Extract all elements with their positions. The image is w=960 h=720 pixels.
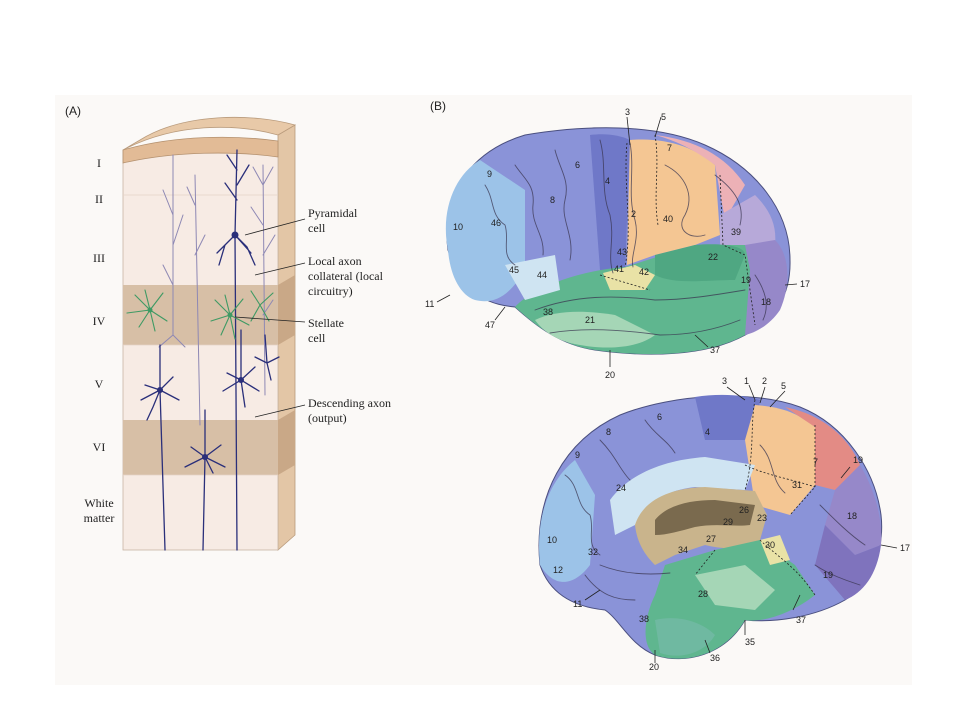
white-matter-label-line1: White	[84, 496, 113, 510]
layer-label-v: V	[95, 377, 104, 391]
lat-area-19: 19	[741, 275, 751, 285]
lat-area-43: 43	[617, 247, 627, 257]
lat-area-3: 3	[625, 107, 630, 117]
lat-area-21: 21	[585, 315, 595, 325]
callout-descending: Descending axon (output)	[308, 396, 391, 425]
med-area-10: 10	[547, 535, 557, 545]
medial-area-labels: 3 1 2 5 8 6 4 7 19 9 24 31 18 26 29 23 1…	[547, 376, 910, 672]
med-area-31: 31	[792, 480, 802, 490]
lat-area-4: 4	[605, 176, 610, 186]
med-area-37: 37	[796, 615, 806, 625]
lateral-area-labels: 3 5 7 9 6 4 8 2 40 46 10 39 43 45 44 41 …	[425, 107, 810, 380]
lat-area-41: 41	[614, 264, 624, 274]
med-area-32: 32	[588, 547, 598, 557]
pyramidal-leader	[244, 218, 306, 236]
svg-text:Descending axon: Descending axon	[308, 396, 391, 410]
med-area-24: 24	[616, 483, 626, 493]
svg-text:Stellate: Stellate	[308, 316, 344, 330]
med-area-2: 2	[762, 376, 767, 386]
layer-vi-band	[123, 420, 278, 475]
lat-area-6: 6	[575, 160, 580, 170]
med-area-6: 6	[657, 412, 662, 422]
callout-pyramidal: Pyramidal cell	[308, 206, 358, 235]
med-area-36: 36	[710, 653, 720, 663]
med-area-11: 11	[573, 599, 582, 609]
stellate-cells	[126, 289, 274, 340]
med-area-19-bottom: 19	[823, 570, 833, 580]
lat-area-2: 2	[631, 209, 636, 219]
pyramidal-neuron	[216, 149, 256, 551]
med-area-29: 29	[723, 517, 733, 527]
lat-area-22: 22	[708, 252, 718, 262]
med-area-20: 20	[649, 662, 659, 672]
lat-area-42: 42	[639, 267, 649, 277]
layer-label-vi: VI	[93, 440, 106, 454]
lat-area-18: 18	[761, 297, 771, 307]
med-area-27: 27	[706, 534, 716, 544]
lateral-brain	[445, 127, 791, 355]
med-area-8: 8	[606, 427, 611, 437]
lat-area-5: 5	[661, 112, 666, 122]
lat-area-11: 11	[425, 299, 434, 309]
figure-svg: (A)	[65, 99, 910, 672]
local-axon-leader	[254, 262, 306, 276]
cortical-column	[122, 116, 297, 551]
lat-area-44: 44	[537, 270, 547, 280]
med-area-3: 3	[722, 376, 727, 386]
med-area-35: 35	[745, 637, 755, 647]
figure-panel: (A)	[55, 95, 912, 685]
med-area-26: 26	[739, 505, 749, 515]
lat-area-10: 10	[453, 222, 463, 232]
panel-a-label: (A)	[65, 104, 81, 118]
med-area-1: 1	[744, 376, 749, 386]
stellate-leader	[234, 316, 306, 323]
callout-local-axon: Local axon collateral (local circuitry)	[308, 254, 384, 298]
svg-text:cell: cell	[308, 331, 326, 345]
layer-iv-band	[123, 285, 278, 345]
svg-text:(output): (output)	[308, 411, 347, 425]
lat-area-9: 9	[487, 169, 492, 179]
lat-area-37: 37	[710, 345, 720, 355]
svg-text:Local axon: Local axon	[308, 254, 362, 268]
svg-text:collateral (local: collateral (local	[308, 269, 384, 283]
white-matter-label-line2: matter	[84, 511, 115, 525]
lat-area-8: 8	[550, 195, 555, 205]
med-area-18: 18	[847, 511, 857, 521]
svg-text:cell: cell	[308, 221, 326, 235]
lat-area-38: 38	[543, 307, 553, 317]
lat-area-20: 20	[605, 370, 615, 380]
layer-v-neurons	[140, 329, 280, 551]
panel-b-label: (B)	[430, 99, 446, 113]
lat-area-45: 45	[509, 265, 519, 275]
lat-area-17: 17	[800, 279, 810, 289]
layer-label-i: I	[97, 156, 101, 170]
background-neurons	[158, 154, 276, 426]
svg-text:Pyramidal: Pyramidal	[308, 206, 358, 220]
med-area-9: 9	[575, 450, 580, 460]
med-area-17: 17	[900, 543, 910, 553]
med-area-12: 12	[553, 565, 563, 575]
lat-area-39: 39	[731, 227, 741, 237]
descending-leader	[254, 404, 306, 418]
callout-stellate: Stellate cell	[308, 316, 344, 345]
layer-vi-neuron	[184, 409, 226, 551]
med-area-5: 5	[781, 381, 786, 391]
med-area-19-top: 19	[853, 455, 863, 465]
lat-area-40: 40	[663, 214, 673, 224]
layer-label-iv: IV	[93, 314, 106, 328]
med-area-28: 28	[698, 589, 708, 599]
lat-area-7: 7	[667, 143, 672, 153]
layer-label-iii: III	[93, 251, 105, 265]
layer-label-ii: II	[95, 192, 103, 206]
med-area-7: 7	[813, 457, 818, 467]
med-area-4: 4	[705, 427, 710, 437]
lat-area-46: 46	[491, 218, 501, 228]
med-area-38: 38	[639, 614, 649, 624]
lat-area-47: 47	[485, 320, 495, 330]
med-area-30: 30	[765, 540, 775, 550]
medial-brain	[538, 394, 883, 660]
med-area-23: 23	[757, 513, 767, 523]
med-area-34: 34	[678, 545, 688, 555]
svg-text:circuitry): circuitry)	[308, 284, 353, 298]
